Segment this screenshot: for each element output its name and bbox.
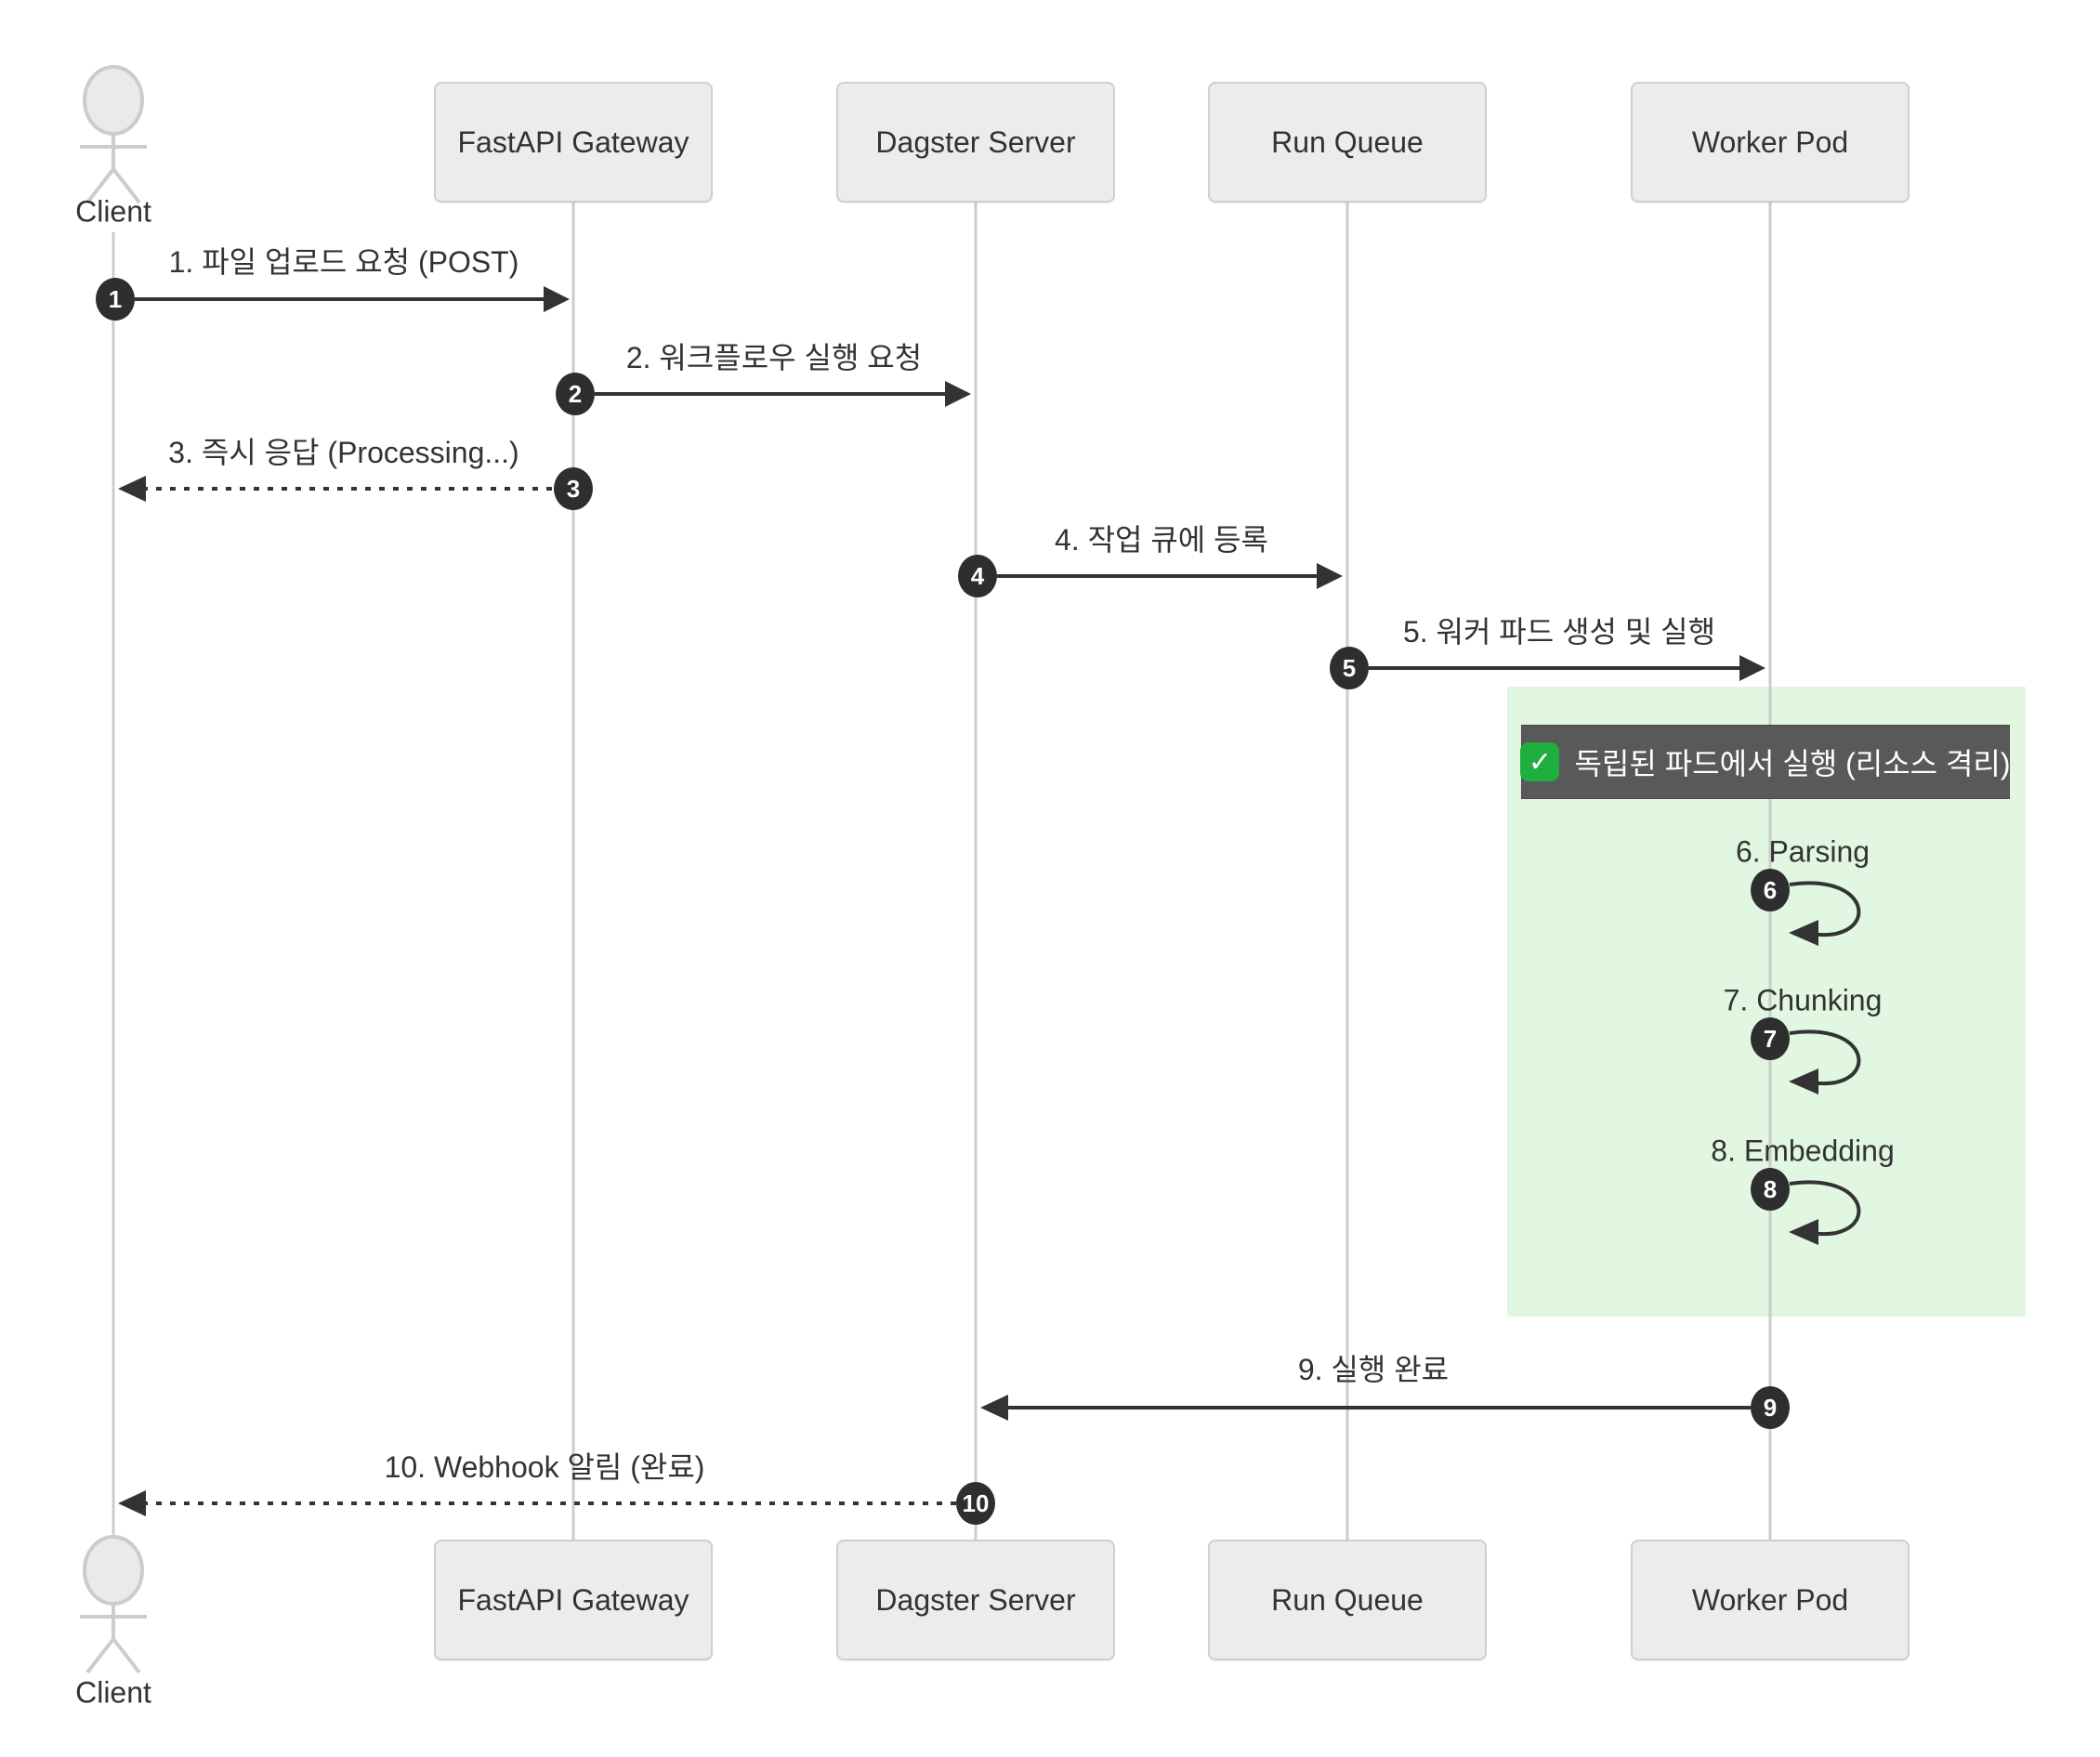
message-label-3: 3. 즉시 응답 (Processing...)	[168, 436, 519, 469]
message-arrow-2	[595, 381, 971, 407]
message-label-6: 6. Parsing	[1735, 834, 1870, 869]
lifelines	[112, 203, 1772, 1540]
message-arrow-10	[118, 1490, 956, 1516]
participant-box-fastapi-gateway-bottom: FastAPI Gateway	[434, 1540, 713, 1660]
message-label-5: 5. 워커 파드 생성 및 실행	[1402, 615, 1716, 649]
seq-number-9: 9	[1751, 1386, 1790, 1429]
message-label-1: 1. 파일 업로드 요청 (POST)	[168, 245, 519, 279]
participant-box-worker-pod-bottom: Worker Pod	[1631, 1540, 1910, 1660]
self-loop-arrow-7	[1789, 1029, 1861, 1095]
message-arrow-1	[135, 286, 570, 312]
message-arrow-3	[118, 476, 552, 502]
message-label-8: 8. Embedding	[1711, 1134, 1895, 1168]
participant-label: Run Queue	[1271, 1582, 1424, 1617]
note-text: 독립된 파드에서 실행 (리소스 격리)	[1574, 747, 2011, 780]
actor-label-client-bottom: Client	[75, 1675, 151, 1710]
participant-label: Dagster Server	[875, 125, 1076, 159]
seq-number-3: 3	[554, 467, 593, 510]
participant-box-dagster-server-top: Dagster Server	[836, 82, 1115, 203]
participant-label: Worker Pod	[1691, 125, 1849, 159]
message-arrow-5	[1369, 655, 1765, 681]
message-arrow-9	[980, 1395, 1751, 1421]
participant-box-run-queue-top: Run Queue	[1208, 82, 1487, 203]
actor-client-bottom-figure	[80, 1535, 147, 1674]
seq-number-6: 6	[1751, 869, 1790, 911]
message-label-2: 2. 워크플로우 실행 요청	[625, 341, 923, 374]
participant-box-fastapi-gateway-top: FastAPI Gateway	[434, 82, 713, 203]
actor-client-top-figure	[80, 65, 147, 204]
participant-box-run-queue-bottom: Run Queue	[1208, 1540, 1487, 1660]
note-box: ✓ 독립된 파드에서 실행 (리소스 격리)	[1520, 725, 2011, 799]
message-label-10: 10. Webhook 알림 (완료)	[384, 1450, 705, 1484]
seq-number-2: 2	[556, 373, 595, 415]
participant-box-dagster-server-bottom: Dagster Server	[836, 1540, 1115, 1660]
message-arrow-4	[997, 563, 1343, 589]
message-label-7: 7. Chunking	[1723, 983, 1883, 1017]
seq-number-1: 1	[96, 278, 135, 321]
actor-head	[83, 65, 144, 136]
participant-label: FastAPI Gateway	[457, 1582, 689, 1617]
check-emoji-icon: ✓	[1520, 742, 1560, 781]
participant-label: Dagster Server	[875, 1582, 1076, 1617]
actor-label-client-top: Client	[75, 194, 151, 229]
self-loop-arrow-8	[1789, 1180, 1861, 1245]
participant-box-worker-pod-top: Worker Pod	[1631, 82, 1910, 203]
participant-label: Worker Pod	[1691, 1582, 1849, 1617]
message-arrows	[118, 286, 1861, 1516]
seq-number-8: 8	[1751, 1168, 1790, 1211]
seq-number-10: 10	[956, 1482, 995, 1525]
message-label-9: 9. 실행 완료	[1297, 1353, 1450, 1386]
actor-head	[83, 1535, 144, 1606]
seq-number-4: 4	[958, 555, 997, 597]
message-label-4: 4. 작업 큐에 등록	[1055, 523, 1268, 557]
participant-label: Run Queue	[1271, 125, 1424, 159]
seq-number-5: 5	[1330, 647, 1369, 689]
participant-label: FastAPI Gateway	[457, 125, 689, 159]
seq-number-7: 7	[1751, 1017, 1790, 1060]
self-loop-arrow-6	[1789, 881, 1861, 946]
